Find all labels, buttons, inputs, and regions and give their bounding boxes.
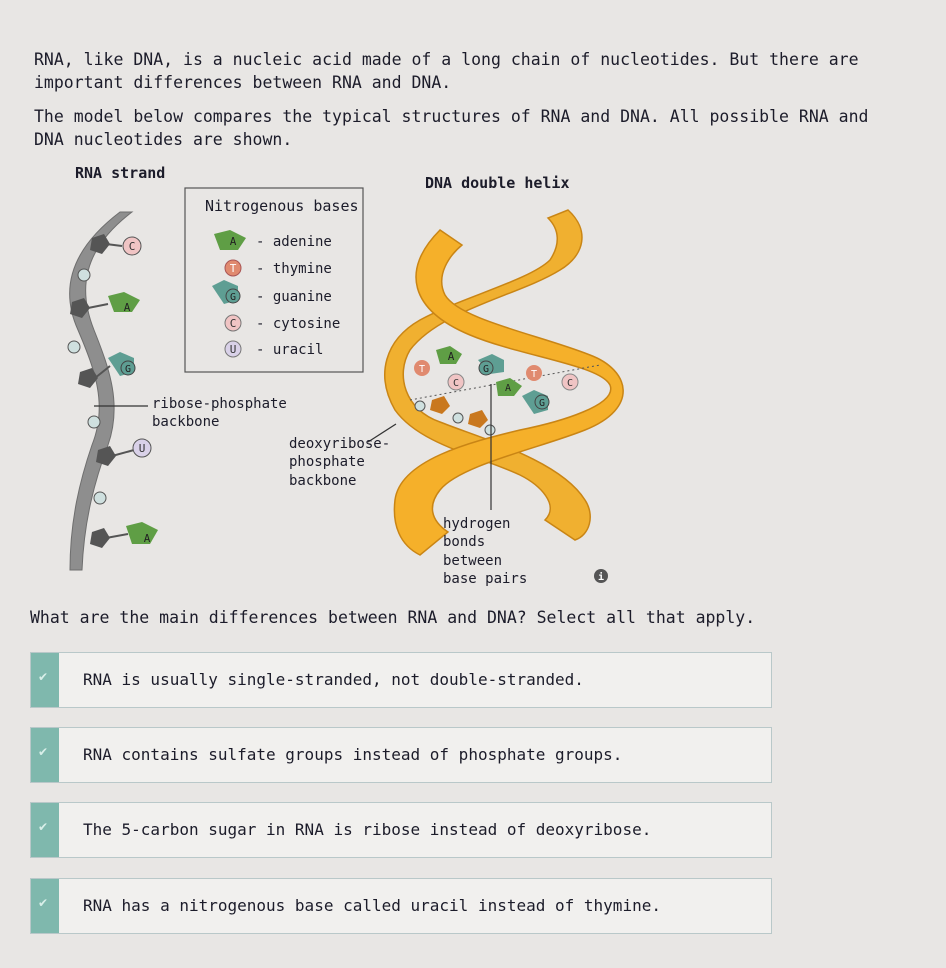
dna-base-label: G <box>539 398 545 409</box>
legend-label: - cytosine <box>256 316 340 332</box>
rna-nucleotides <box>67 234 116 548</box>
rna-base-u: U <box>111 438 152 458</box>
rna-phosphate <box>87 415 101 429</box>
legend-label: - guanine <box>256 289 332 305</box>
dna-base-label: C <box>567 378 573 389</box>
rna-sugar <box>90 528 110 548</box>
dna-base-label: T <box>419 364 425 375</box>
choice-uracil[interactable]: RNA has a nitrogenous base called uracil… <box>30 878 772 934</box>
legend-guanine: G - guanine <box>212 280 332 305</box>
dna-base-label: C <box>453 378 459 389</box>
legend-label: - uracil <box>256 342 323 358</box>
deoxy-label-line1: deoxyribose- <box>289 436 390 452</box>
svg-text:G: G <box>230 292 236 303</box>
rna-sugar <box>96 446 116 466</box>
legend-thymine: T - thymine <box>224 259 332 277</box>
choice-sulfate-groups[interactable]: RNA contains sulfate groups instead of p… <box>30 727 772 783</box>
checkbox-icon[interactable] <box>31 653 59 707</box>
checkbox-icon[interactable] <box>31 803 59 857</box>
svg-text:C: C <box>230 317 237 330</box>
dna-title: DNA double helix <box>425 174 570 192</box>
rna-phosphate <box>77 268 91 282</box>
hbond-label-line1: hydrogen <box>443 516 510 532</box>
rna-sugar <box>90 234 110 254</box>
rna-backbone <box>69 211 134 571</box>
rna-base-g: G <box>94 352 136 379</box>
question-prompt: What are the main differences between RN… <box>30 608 756 627</box>
dna-base-label: A <box>505 383 511 394</box>
info-icon[interactable]: i <box>594 569 608 583</box>
hbond-label-line4: base pairs <box>443 571 527 587</box>
rna-phosphate <box>67 340 81 354</box>
rna-dna-figure: RNA strand C A G U A r <box>0 160 946 600</box>
legend-label: - adenine <box>256 234 332 250</box>
checkbox-icon[interactable] <box>31 879 59 933</box>
figure-svg: RNA strand C A G U A r <box>67 164 624 587</box>
hbond-label-line3: between <box>443 553 502 569</box>
legend-uracil: U - uracil <box>224 340 323 358</box>
intro-paragraph-1: RNA, like DNA, is a nucleic acid made of… <box>34 50 859 92</box>
deoxy-label-line3: backbone <box>289 473 356 489</box>
ribose-label-line1: ribose-phosphate <box>152 396 287 412</box>
checkbox-icon[interactable] <box>31 728 59 782</box>
svg-text:U: U <box>230 343 237 356</box>
svg-text:T: T <box>230 262 237 275</box>
choice-label: The 5-carbon sugar in RNA is ribose inst… <box>83 820 652 839</box>
rna-base-label: C <box>129 240 136 253</box>
choice-label: RNA is usually single-stranded, not doub… <box>83 670 584 689</box>
legend-adenine: A - adenine <box>214 230 332 250</box>
legend-label: - thymine <box>256 261 332 277</box>
rna-base-label: A <box>144 532 151 545</box>
rna-base-label: G <box>125 364 131 375</box>
legend-box <box>184 187 364 373</box>
rna-base-label: U <box>139 442 146 455</box>
rna-title: RNA strand <box>75 164 165 182</box>
rna-base-label: A <box>124 301 131 314</box>
rna-sugar <box>70 298 90 318</box>
dna-base-label: G <box>483 364 489 375</box>
intro-paragraph-2: The model below compares the typical str… <box>34 107 869 149</box>
deoxy-label-line2: phosphate <box>289 454 365 470</box>
choice-ribose-sugar[interactable]: The 5-carbon sugar in RNA is ribose inst… <box>30 802 772 858</box>
svg-text:i: i <box>598 571 604 583</box>
rna-base-a2: A <box>105 522 158 545</box>
dna-base-label: T <box>531 369 537 380</box>
deoxy-pointer <box>367 423 397 443</box>
choice-single-stranded[interactable]: RNA is usually single-stranded, not doub… <box>30 652 772 708</box>
choice-label: RNA has a nitrogenous base called uracil… <box>83 896 661 915</box>
rna-phosphate <box>93 491 107 505</box>
dna-base-label: A <box>448 350 455 363</box>
hbond-label-line2: bonds <box>443 534 485 550</box>
dna-base-pairs: A T G C T A C G <box>409 346 601 436</box>
rna-base-a: A <box>87 292 140 314</box>
legend-cytosine: C - cytosine <box>224 314 340 332</box>
ribose-label-line2: backbone <box>152 414 219 430</box>
rna-base-c: C <box>105 236 142 256</box>
dna-strand-front <box>393 229 624 556</box>
choice-label: RNA contains sulfate groups instead of p… <box>83 745 623 764</box>
rna-sugar <box>78 368 98 388</box>
svg-text:A: A <box>230 235 237 248</box>
legend-title: Nitrogenous bases <box>205 197 359 215</box>
